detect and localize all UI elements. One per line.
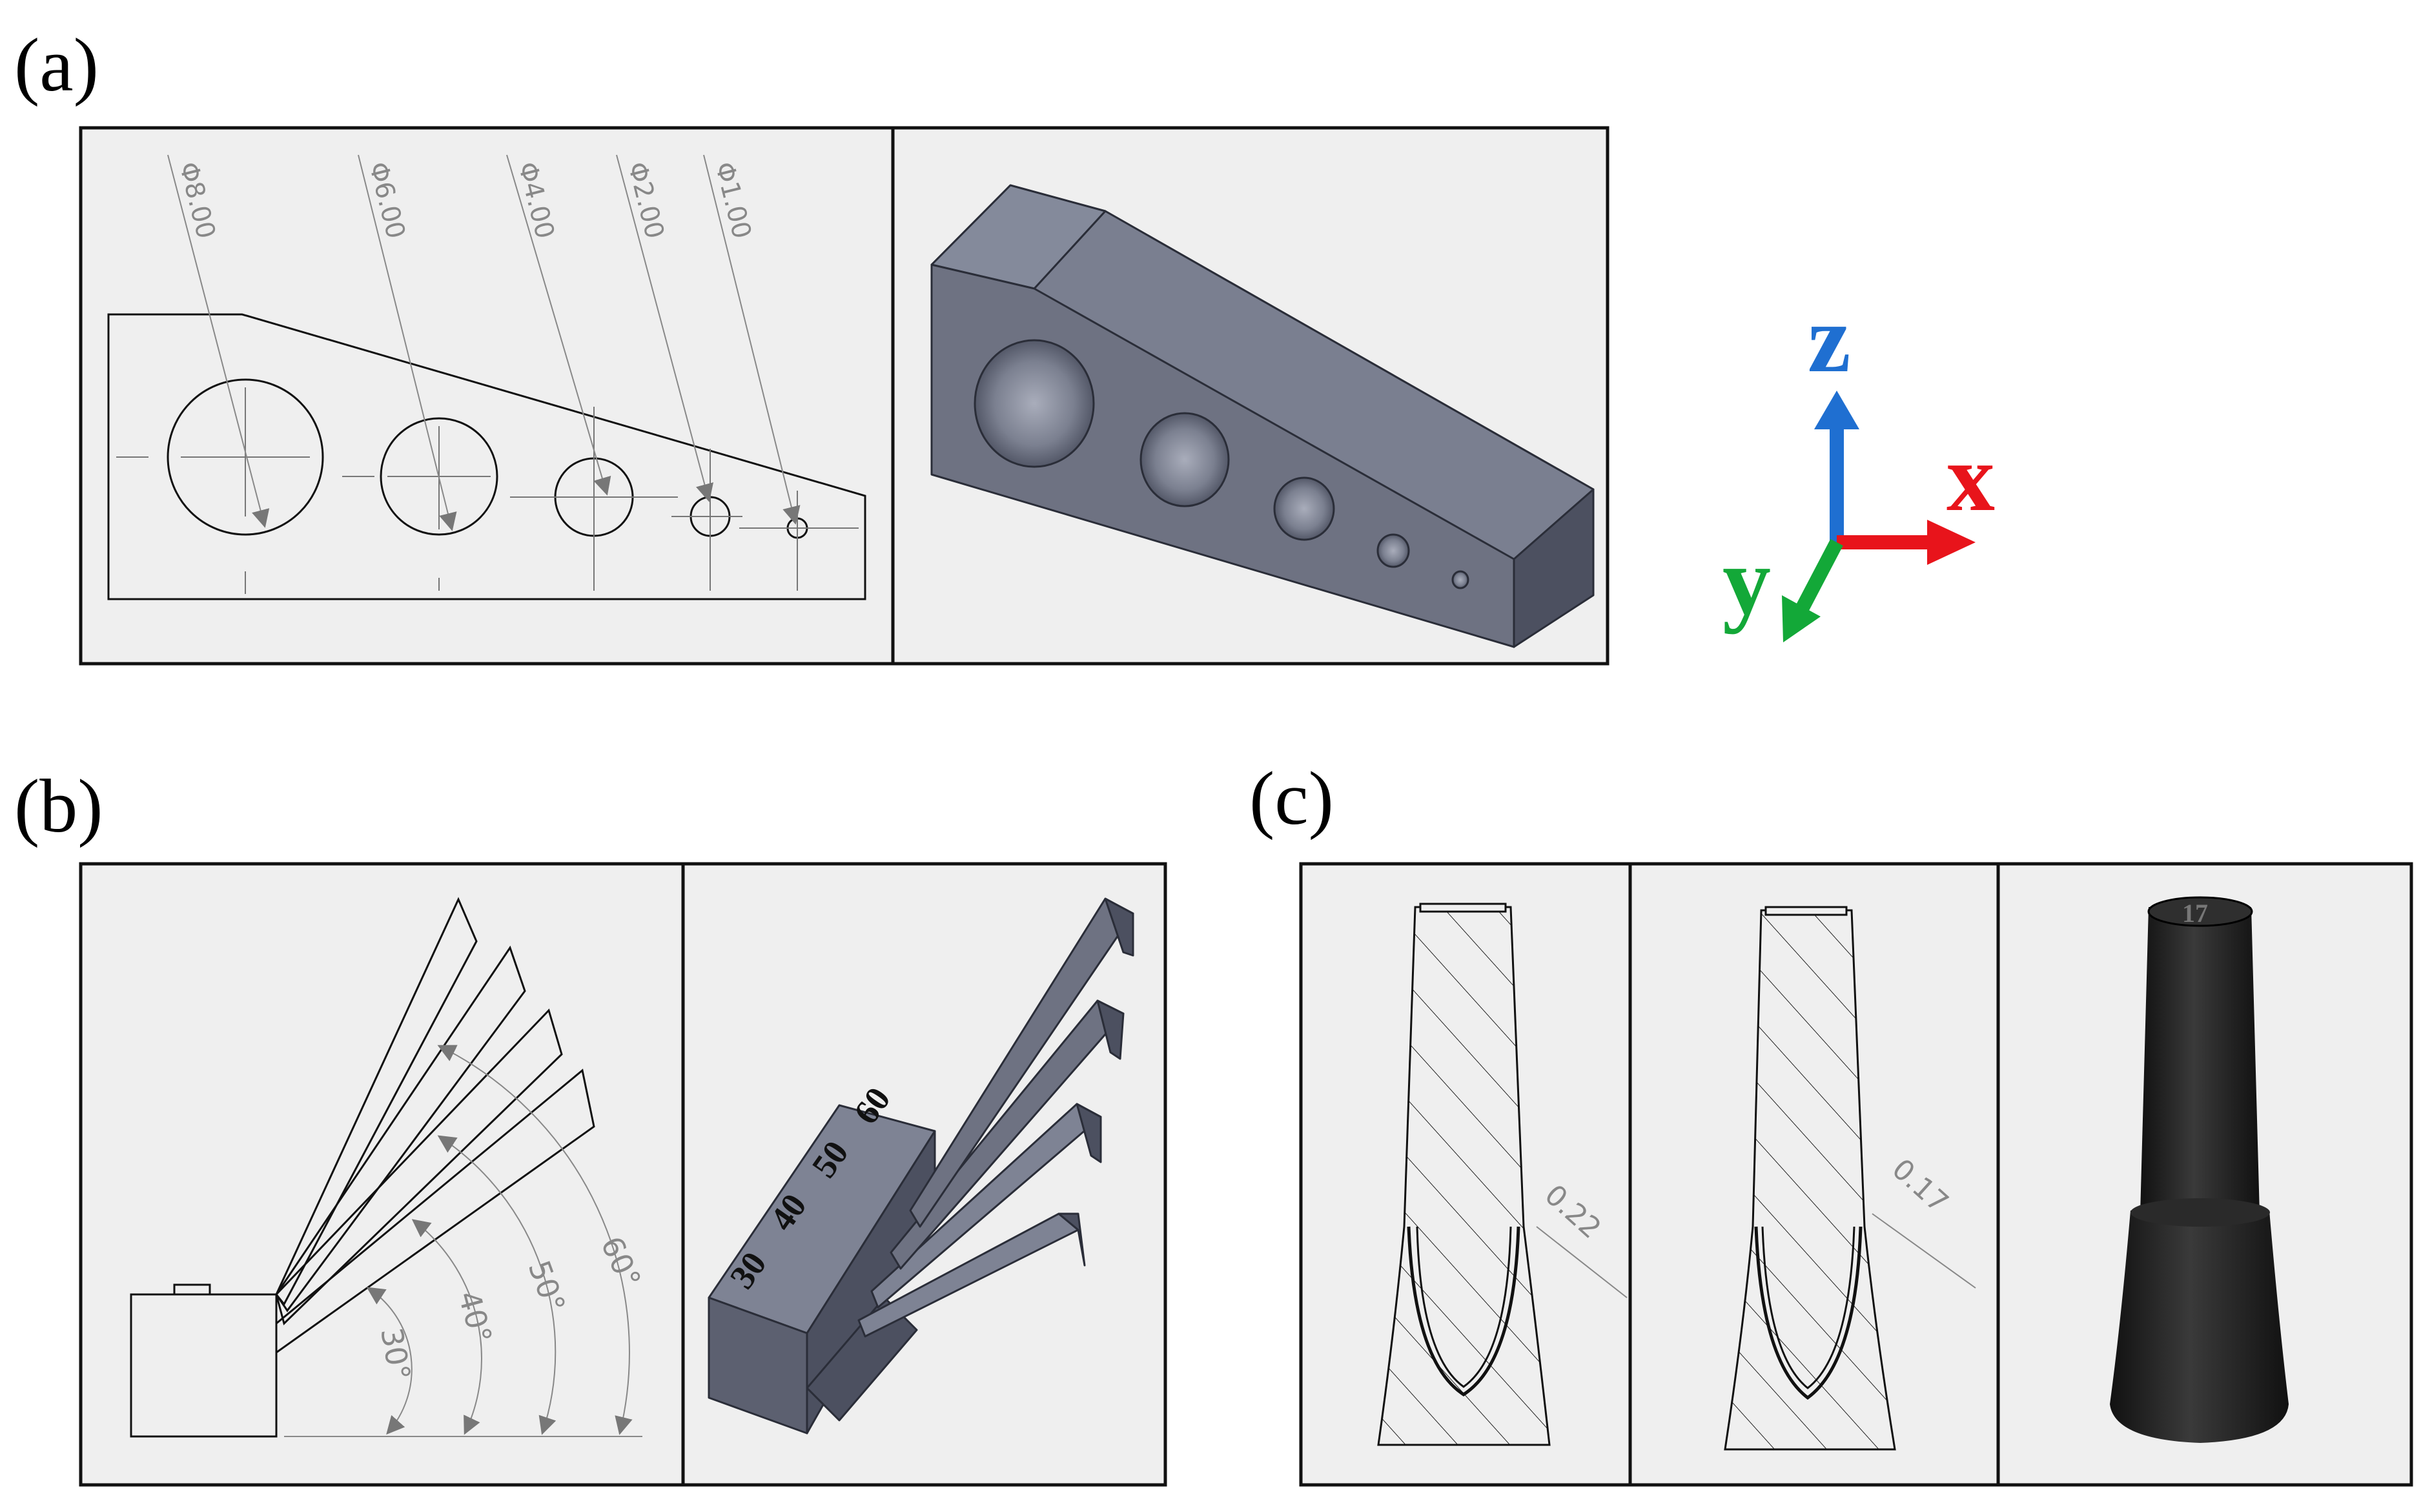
section-1-dim-line (1536, 1226, 1628, 1298)
panel-b: 30° 40° 50° 60° 30 40 50 60 (79, 862, 1167, 1487)
y-axis-label: y (1722, 527, 1771, 635)
section-2-inner-cavity (1754, 1226, 1863, 1400)
z-axis-label: z (1808, 285, 1851, 393)
section-2-inner-cavity-2 (1761, 1226, 1855, 1389)
x-axis-arrowhead (1927, 520, 1976, 565)
fin-30-side (1058, 1212, 1086, 1267)
section-view-1 (1377, 903, 1628, 1446)
cap-model: 17 (2110, 896, 2289, 1443)
angle-base-tab (173, 1283, 211, 1296)
overhang-50 (275, 945, 526, 1313)
panel-label-a: (a) (14, 23, 99, 107)
wedge-outline (107, 313, 866, 600)
panel-label-b: (b) (14, 764, 103, 848)
wedge-hole-4 (1273, 476, 1335, 541)
angle-model (708, 897, 1134, 1435)
wedge-hole-2 (1376, 533, 1410, 568)
wedge-model (930, 184, 1595, 648)
cap-shoulder (2131, 1198, 2270, 1227)
wedge-hole-8 (974, 339, 1095, 468)
wedge-side-face (1513, 488, 1595, 648)
cap-upper-body (2140, 907, 2260, 1214)
section-view-2 (1724, 906, 1976, 1451)
x-axis-label: x (1947, 424, 1995, 531)
wedge-hole-6 (1139, 412, 1230, 507)
fin-60-side (1104, 897, 1134, 957)
hole-8 (167, 378, 324, 536)
section-1-inner-cavity (1407, 1226, 1520, 1396)
cap-marking: 17 (2182, 899, 2208, 928)
y-axis-arrowhead (1782, 595, 1821, 642)
panel-a: Φ8.00 Φ6.00 Φ4.00 Φ2.00 Φ1.00 (79, 126, 1609, 666)
section-1-inner-cavity-2 (1416, 1226, 1512, 1388)
section-2-top-slot (1764, 906, 1848, 916)
z-axis-arrowhead (1814, 391, 1859, 429)
leader-lines (167, 154, 801, 531)
hole-6 (380, 417, 498, 536)
section-1-top-slot (1419, 903, 1507, 913)
fin-50-side (1096, 999, 1125, 1060)
section-1-outline (1377, 906, 1551, 1446)
cap-lower-flare (2110, 1211, 2289, 1443)
angle-arcs (284, 1045, 642, 1437)
overhang-60 (275, 897, 478, 1306)
panel-label-c: (c) (1249, 756, 1334, 841)
wedge-hole-1 (1451, 570, 1469, 589)
cap-top-face (2147, 896, 2253, 927)
y-axis-line (1795, 538, 1843, 614)
panel-c: 0.22 0.17 17 (1299, 862, 2413, 1487)
angle-model-foot (806, 1296, 918, 1422)
section-2-dim-line (1872, 1213, 1976, 1289)
axes-triad: z x y (1722, 285, 1995, 642)
fin-40-side (1076, 1103, 1102, 1163)
